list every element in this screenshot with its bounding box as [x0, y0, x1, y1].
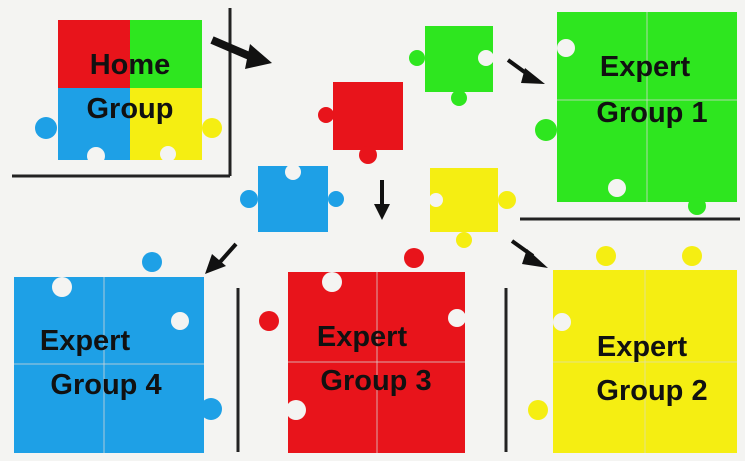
loose-blue-piece — [240, 164, 344, 232]
loose-red-piece — [318, 82, 403, 164]
arrow-yellow-to-expert-2 — [510, 239, 548, 268]
arrow-blue-to-expert-4 — [205, 242, 238, 274]
home-group-label-line2: Group — [87, 93, 174, 125]
expert-group-4-label-line2: Group 4 — [50, 369, 161, 401]
loose-green-piece — [409, 26, 494, 106]
arrows — [205, 36, 548, 274]
expert-group-2-label-line2: Group 2 — [596, 375, 707, 407]
expert-group-1-label-line1: Expert — [600, 51, 691, 83]
home-group: Home Group — [35, 20, 222, 165]
home-socket-bottom — [87, 147, 105, 165]
arrow-home-to-pieces — [210, 36, 272, 69]
loose-yellow-piece — [429, 168, 516, 248]
home-piece-red — [58, 20, 130, 88]
expert-group-3: Expert Group 3 — [259, 248, 466, 453]
expert-group-1-label-line2: Group 1 — [596, 97, 707, 129]
expert-group-2-label-line1: Expert — [597, 331, 688, 363]
expert-group-4-label-line1: Expert — [40, 325, 131, 357]
expert-group-3-label-line1: Expert — [317, 321, 408, 353]
expert-group-2: Expert Group 2 — [528, 246, 737, 453]
home-piece-green — [130, 20, 202, 88]
home-knob-right — [202, 118, 222, 138]
expert-group-1: Expert Group 1 — [535, 12, 737, 215]
home-socket-bottom-2 — [160, 146, 176, 162]
home-group-label-line1: Home — [90, 49, 171, 81]
arrow-red-to-expert-3 — [374, 180, 390, 220]
home-knob-left — [35, 117, 57, 139]
expert-group-4: Expert Group 4 — [14, 252, 222, 453]
arrow-green-to-expert-1 — [506, 58, 545, 84]
expert-group-3-label-line2: Group 3 — [320, 365, 431, 397]
